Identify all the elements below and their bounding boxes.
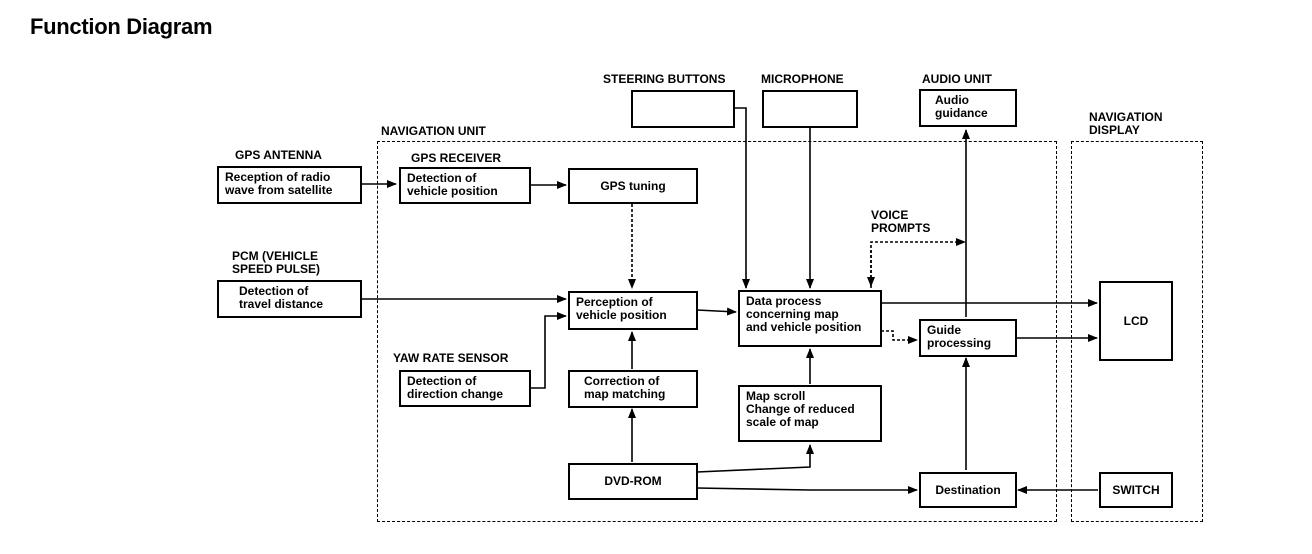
diagram-title: Function Diagram — [30, 14, 213, 39]
audio-guidance-box: Audio guidance — [919, 89, 1017, 127]
microphone-label: MICROPHONE — [761, 72, 844, 86]
pcm-label: PCM (VEHICLE SPEED PULSE) — [232, 249, 321, 276]
arrow-direction-to-perception — [530, 312, 567, 389]
steering-buttons-label: STEERING BUTTONS — [603, 72, 726, 86]
detection-direction-change-box: Detection of direction change — [399, 370, 531, 407]
arrow-data-process-to-guide — [881, 330, 918, 344]
steering-buttons-box — [631, 90, 735, 128]
gps-antenna-label: GPS ANTENNA — [235, 148, 322, 162]
detection-vehicle-position-box: Detection of vehicle position — [399, 167, 531, 204]
arrow-perception-to-data-process — [696, 307, 737, 316]
navigation-display-outline — [1071, 141, 1203, 522]
destination-box: Destination — [919, 472, 1017, 508]
correction-map-matching-box: Correction of map matching — [568, 370, 698, 408]
gps-tuning-box: GPS tuning — [568, 168, 698, 204]
map-scroll-box: Map scroll Change of reduced scale of ma… — [738, 385, 882, 442]
guide-processing-box: Guide processing — [919, 319, 1017, 357]
switch-box: SWITCH — [1099, 472, 1173, 508]
navigation-display-label: NAVIGATION DISPLAY — [1089, 110, 1163, 137]
navigation-unit-outline — [377, 141, 1057, 522]
data-process-box: Data process concerning map and vehicle … — [738, 290, 882, 347]
arrow-steering-to-data-process — [734, 107, 750, 289]
voice-prompts-label: VOICE PROMPTS — [871, 208, 931, 235]
lcd-box: LCD — [1099, 281, 1173, 361]
detection-travel-distance-box: Detection of travel distance — [217, 280, 362, 318]
reception-radio-wave-box: Reception of radio wave from satellite — [217, 166, 362, 204]
navigation-unit-label: NAVIGATION UNIT — [381, 124, 486, 138]
arrow-dvd-to-destination — [696, 486, 918, 494]
audio-unit-label: AUDIO UNIT — [922, 72, 992, 86]
microphone-box — [762, 90, 858, 128]
perception-vehicle-position-box: Perception of vehicle position — [568, 291, 698, 330]
gps-receiver-label: GPS RECEIVER — [411, 151, 502, 165]
arrow-voice-prompts — [870, 238, 966, 288]
yaw-rate-sensor-label: YAW RATE SENSOR — [393, 351, 509, 365]
arrow-dvd-to-map-scroll — [696, 444, 814, 473]
dvd-rom-box: DVD-ROM — [568, 463, 698, 500]
